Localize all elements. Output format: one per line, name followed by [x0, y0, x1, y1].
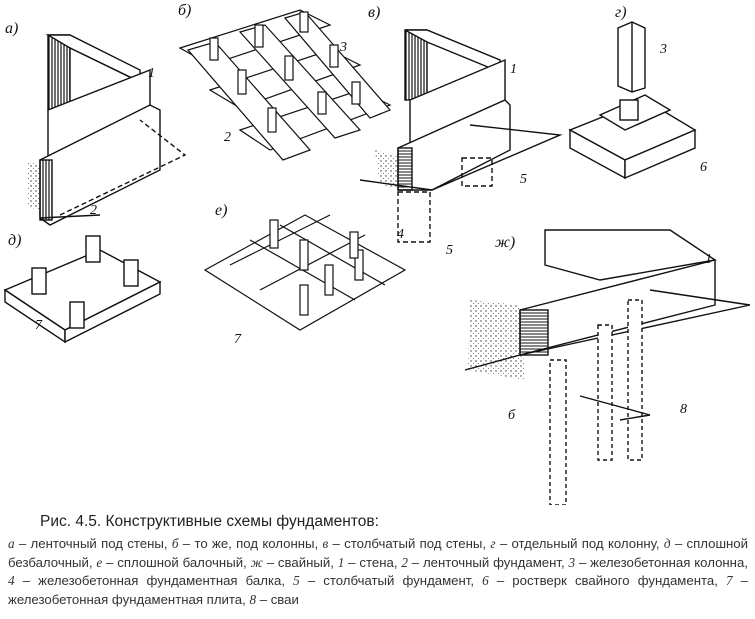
- legend-key: г: [490, 536, 496, 551]
- panel-label-a: а): [5, 20, 19, 37]
- panel-label-d: д): [8, 232, 22, 249]
- panel-zh-pile-foundation: [464, 229, 751, 505]
- legend-key: 8: [249, 591, 257, 607]
- legend-text: – столбчатый под стены,: [328, 536, 491, 551]
- legend-key: 6: [482, 573, 489, 588]
- legend-text: – железобетонная фундаментная балка,: [14, 573, 294, 588]
- legend-key: ж: [250, 554, 263, 570]
- legend-key: 4: [8, 573, 15, 588]
- panel-d-flat-slab: [3, 235, 162, 344]
- legend-text: – свайный,: [262, 554, 338, 570]
- legend-key: 5: [293, 573, 300, 588]
- callout-zh-8: 8: [680, 402, 687, 417]
- panel-label-e: е): [215, 202, 228, 219]
- legend-text: – сваи: [256, 591, 299, 607]
- panel-e-ribbed-slab: [203, 214, 407, 331]
- legend-text: – ростверк свайного фундамента,: [488, 573, 726, 588]
- callout-v-5a: 5: [520, 172, 527, 187]
- panel-label-g: г): [615, 4, 627, 21]
- legend-key: е: [96, 554, 103, 570]
- panel-b-grid-strip: [178, 9, 392, 161]
- panel-label-b: б): [178, 2, 192, 19]
- legend-text: – ленточный под стены,: [14, 536, 172, 551]
- callout-d-7: 7: [35, 318, 42, 333]
- legend-key: 1: [337, 554, 345, 570]
- figure-caption-title: Рис. 4.5. Конструктивные схемы фундамент…: [40, 513, 379, 530]
- callout-g-3: 3: [660, 42, 667, 57]
- callout-v-4: 4: [397, 227, 404, 242]
- legend-key: 3: [568, 554, 576, 570]
- callout-e-7: 7: [234, 332, 241, 347]
- legend-text: – сплошной безбалочный,: [8, 536, 749, 570]
- panel-a-strip-foundation: [28, 34, 187, 226]
- panel-label-zh: ж): [495, 234, 516, 251]
- figure-legend: а – ленточный под стены, б – то же, под …: [8, 535, 748, 609]
- legend-text: – ленточный фундамент,: [407, 554, 569, 570]
- legend-key: а: [8, 536, 15, 551]
- foundation-diagrams: [3, 9, 751, 505]
- callout-v-1: 1: [510, 62, 517, 77]
- callout-v-5b: 5: [446, 243, 453, 258]
- legend-text: – железобетонная фундаментная плита,: [8, 573, 749, 607]
- panel-v-columnar-foundation: [359, 29, 563, 243]
- legend-key: в: [322, 536, 329, 551]
- callout-b-3: 3: [340, 40, 347, 55]
- callout-a-2: 2: [90, 203, 97, 218]
- legend-key: 7: [725, 573, 733, 588]
- legend-text: – столбчатый фундамент,: [299, 573, 483, 588]
- panel-g-isolated-foundation: [568, 21, 697, 180]
- legend-key: д: [663, 536, 671, 551]
- callout-zh-6: б: [508, 408, 516, 423]
- legend-text: – отдельный под колонну,: [495, 536, 664, 551]
- callout-b-2: 2: [224, 130, 231, 145]
- callout-g-6: 6: [700, 160, 707, 175]
- legend-key: б: [171, 536, 179, 551]
- legend-text: – стена,: [344, 554, 402, 570]
- callout-a-1: 1: [148, 66, 155, 81]
- legend-text: – то же, под колонны,: [178, 536, 323, 551]
- panel-label-v: в): [368, 4, 381, 21]
- legend-text: – сплошной балочный,: [102, 554, 251, 570]
- callout-zh-1: 1: [705, 252, 712, 267]
- legend-text: – железобетонная колонна,: [575, 554, 748, 570]
- legend-key: 2: [401, 554, 408, 570]
